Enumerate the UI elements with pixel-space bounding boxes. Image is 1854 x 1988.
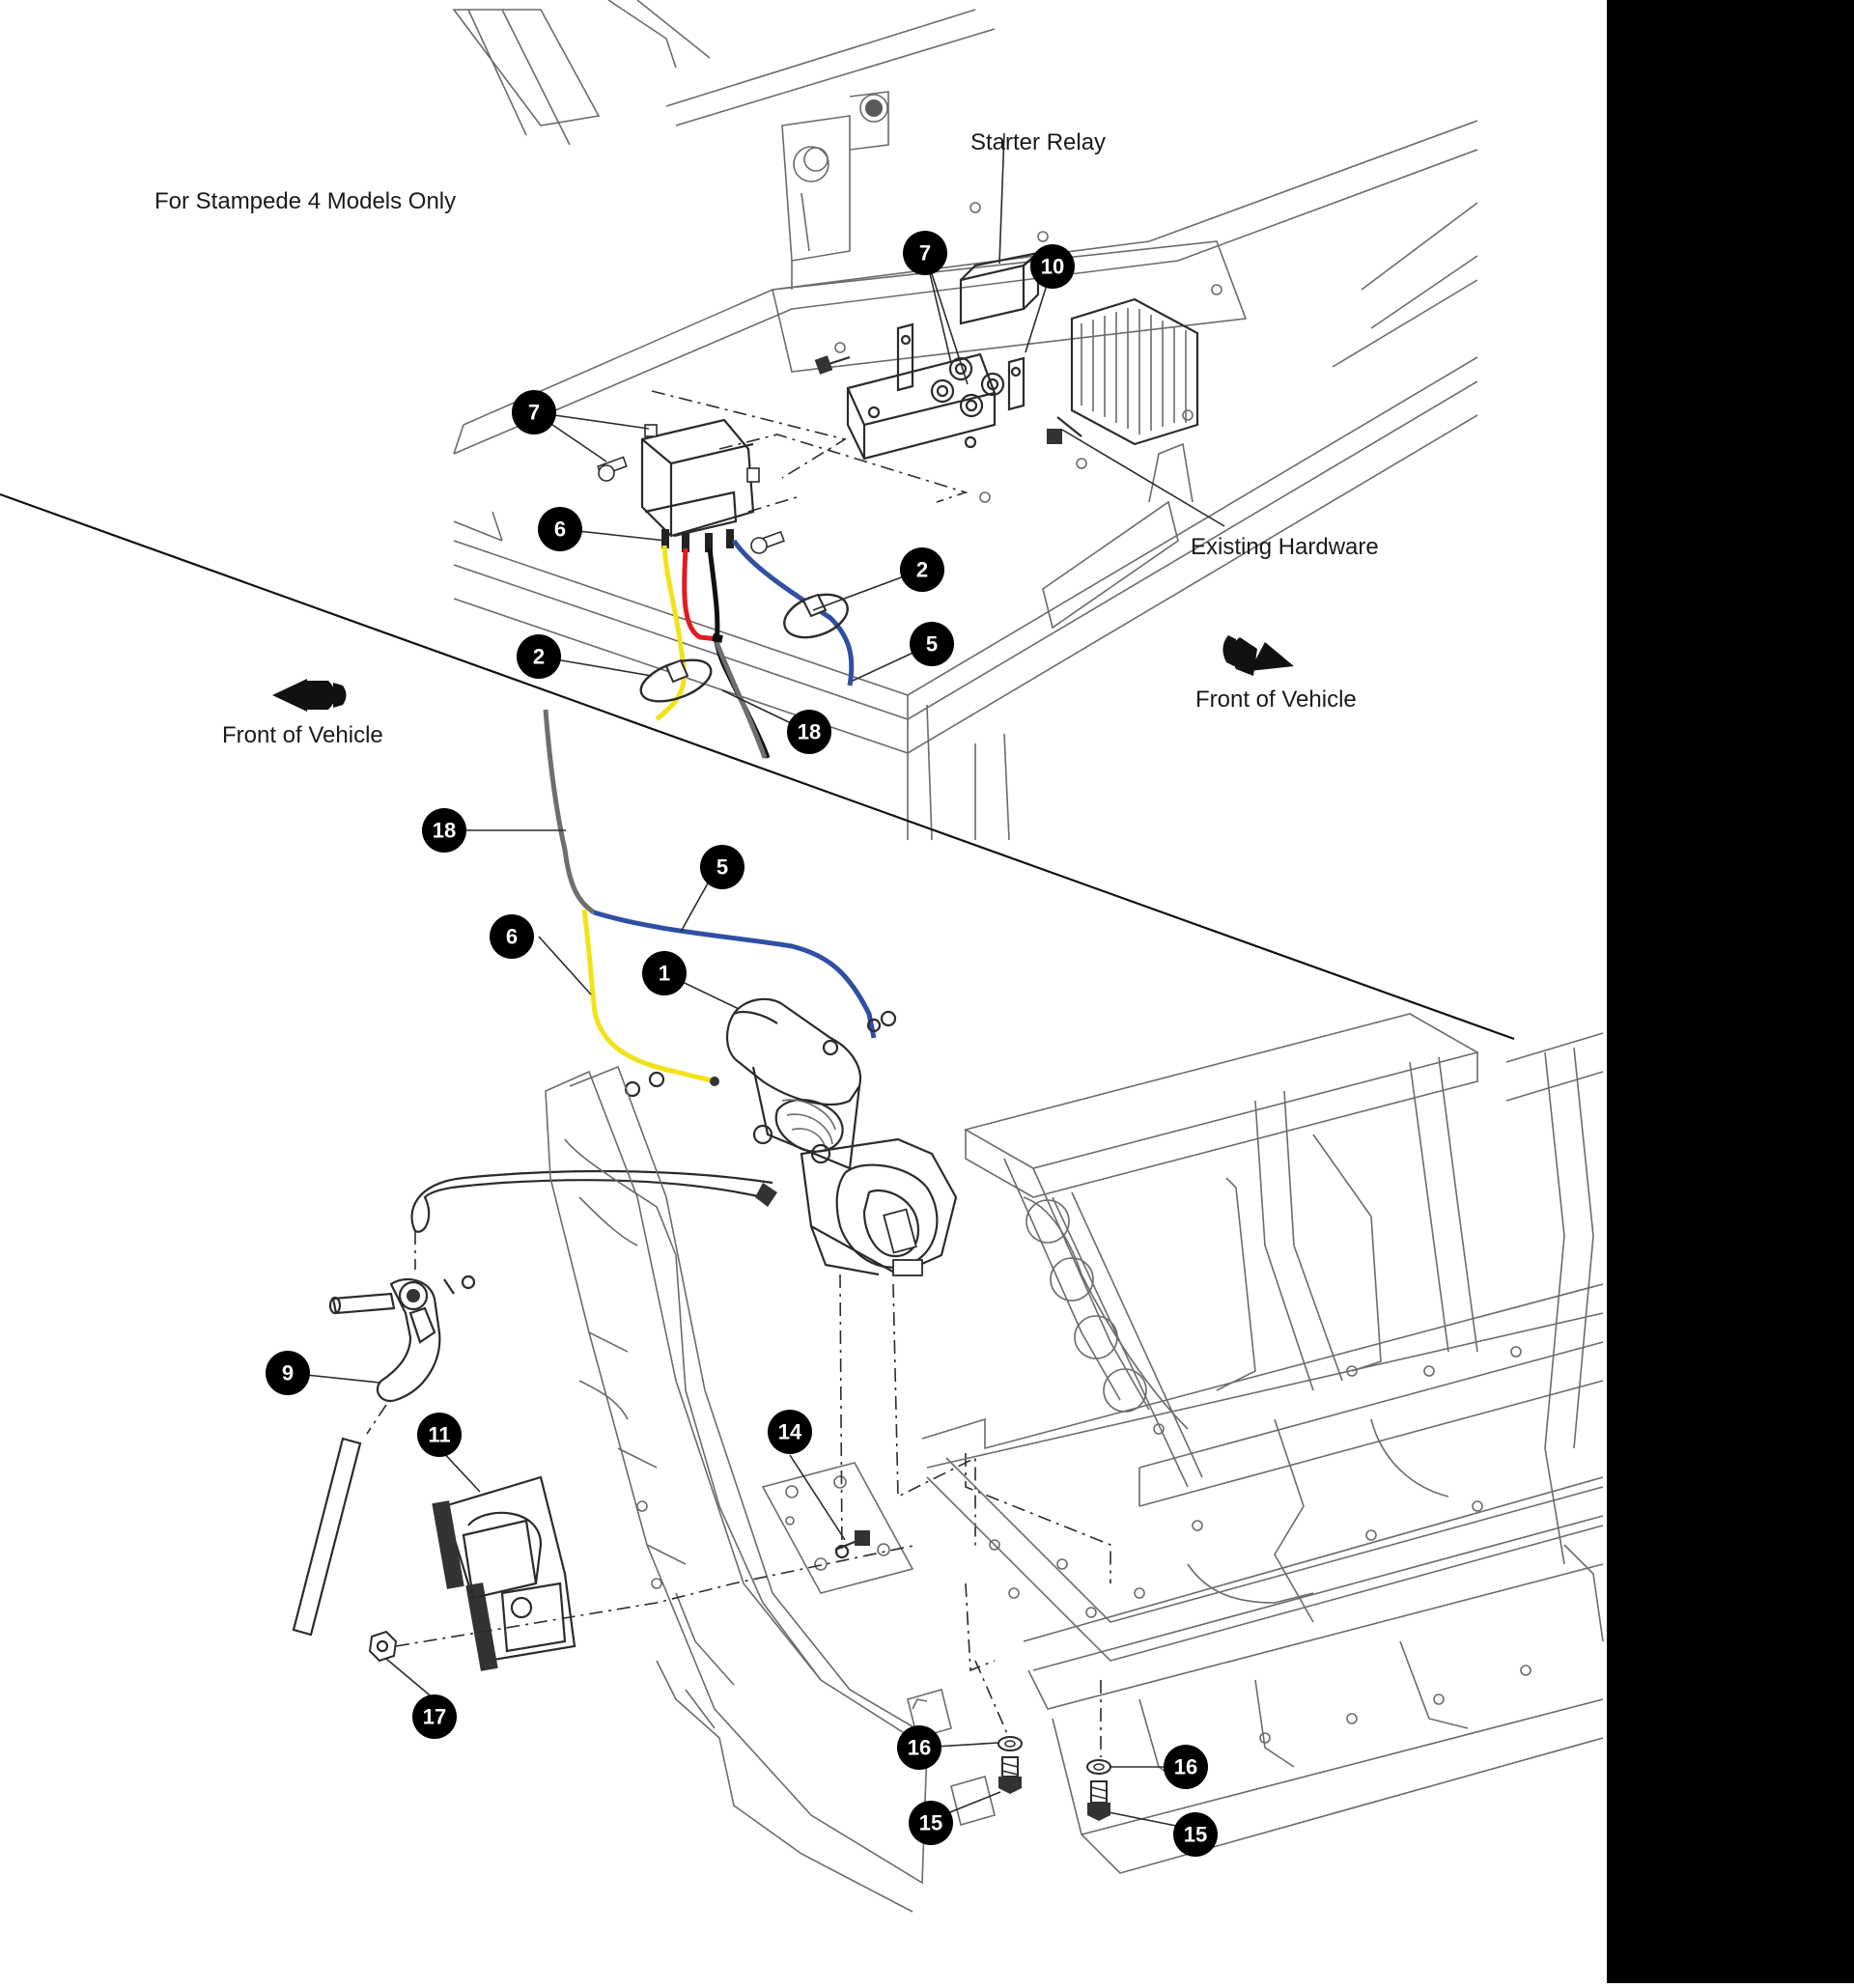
front-arrow-left-icon <box>272 679 347 712</box>
callout-5-upper: 5 <box>910 622 954 666</box>
callouts: 7 10 7 6 2 5 2 18 18 5 6 1 9 11 14 17 16… <box>266 231 1218 1857</box>
washer-right <box>1086 1759 1111 1775</box>
svg-text:15: 15 <box>1184 1823 1207 1847</box>
models-note-label: For Stampede 4 Models Only <box>154 188 456 214</box>
svg-text:5: 5 <box>716 855 728 880</box>
callout-17: 17 <box>412 1694 457 1739</box>
fairlead-nut <box>368 1630 398 1663</box>
svg-text:18: 18 <box>798 720 821 744</box>
svg-text:14: 14 <box>778 1420 802 1444</box>
svg-text:10: 10 <box>1041 255 1064 279</box>
relay-bracket <box>814 322 1082 461</box>
front-of-vehicle-left-label: Front of Vehicle <box>222 722 383 748</box>
svg-text:15: 15 <box>919 1811 942 1835</box>
callout-6-upper: 6 <box>538 507 582 551</box>
black-margin <box>1607 0 1854 1983</box>
svg-text:16: 16 <box>908 1736 931 1760</box>
svg-text:11: 11 <box>428 1423 450 1447</box>
front-bumper <box>545 1065 996 1913</box>
svg-text:1: 1 <box>659 962 670 986</box>
svg-text:6: 6 <box>506 925 518 949</box>
leader-lines <box>287 132 1225 1831</box>
upper-wire-harness <box>639 539 855 759</box>
winch-assembly <box>624 997 958 1276</box>
callout-9: 9 <box>266 1351 310 1395</box>
winch-contactor <box>597 418 785 554</box>
svg-text:7: 7 <box>528 401 540 425</box>
callout-16-right: 16 <box>1164 1745 1208 1789</box>
svg-text:2: 2 <box>916 558 928 582</box>
callout-18-lower: 18 <box>422 808 466 853</box>
existing-hardware-label: Existing Hardware <box>1191 534 1379 560</box>
callout-5-lower: 5 <box>700 845 744 889</box>
upper-frame-drawing <box>452 0 1478 841</box>
winch-rope <box>410 1169 777 1270</box>
starter-relay-label: Starter Relay <box>970 129 1106 155</box>
callout-11: 11 <box>417 1413 462 1457</box>
svg-text:18: 18 <box>433 819 456 843</box>
callout-7-relay: 7 <box>903 231 947 275</box>
assembly-line-lower-4 <box>965 1582 996 1672</box>
front-arrow-right-icon <box>1222 635 1294 676</box>
callout-10: 10 <box>1030 244 1075 289</box>
svg-text:16: 16 <box>1174 1755 1197 1779</box>
callout-15-right: 15 <box>1173 1812 1218 1857</box>
winch-hook <box>292 1274 476 1637</box>
svg-text:2: 2 <box>533 645 545 669</box>
callout-16-left: 16 <box>897 1725 941 1770</box>
svg-text:6: 6 <box>554 518 566 542</box>
svg-text:17: 17 <box>423 1705 446 1729</box>
winch-mount-plate <box>761 1462 914 1594</box>
bolt-left <box>998 1756 1022 1794</box>
callout-1: 1 <box>642 951 687 995</box>
callout-14: 14 <box>768 1410 812 1454</box>
callout-7-contactor: 7 <box>512 390 556 434</box>
svg-text:9: 9 <box>282 1361 294 1386</box>
lower-wire-harness <box>543 709 877 1084</box>
assembly-line-lower-5 <box>965 1453 1111 1583</box>
assembly-line-lower-3 <box>395 1544 918 1647</box>
callout-15-left: 15 <box>909 1801 953 1845</box>
svg-text:7: 7 <box>919 241 931 266</box>
assembly-line-lower-2 <box>892 1283 976 1550</box>
inset-divider-line <box>0 492 1515 1041</box>
assembly-line-upper-1 <box>651 390 848 479</box>
assembly-line-upper-3 <box>747 496 798 513</box>
front-of-vehicle-right-label: Front of Vehicle <box>1195 686 1357 713</box>
regulator-heatsink <box>1070 297 1199 446</box>
washer-left <box>997 1736 1023 1751</box>
callout-18-upper: 18 <box>787 710 831 754</box>
roller-fairlead <box>432 1475 576 1671</box>
assembly-line-upper-2 <box>718 434 969 503</box>
callout-6-lower: 6 <box>490 914 534 959</box>
callout-2-left: 2 <box>517 634 561 679</box>
bolt-right <box>1087 1780 1110 1821</box>
callout-2-right: 2 <box>900 547 944 592</box>
assembly-line-lower-1 <box>839 1274 843 1555</box>
assembly-line-lower-6 <box>974 1660 1010 1739</box>
vehicle-chassis-frame <box>921 1013 1604 1874</box>
svg-text:5: 5 <box>926 632 938 657</box>
